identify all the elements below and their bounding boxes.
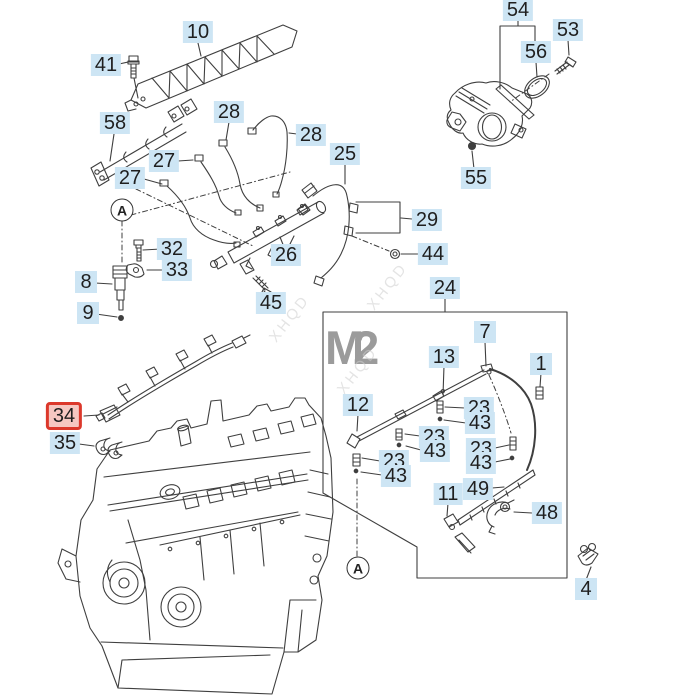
part-label-29[interactable]: 29 (411, 209, 443, 231)
throttle-body-drawing (446, 18, 577, 151)
part-label-53[interactable]: 53 (552, 19, 584, 41)
part-label-28[interactable]: 28 (295, 124, 327, 146)
part-label-43[interactable]: 43 (464, 412, 496, 434)
engine-assembly-drawing (57, 397, 334, 695)
part-label-12[interactable]: 12 (342, 394, 374, 416)
section-marker-A: A (110, 198, 134, 222)
clamp-35-drawing (95, 437, 123, 460)
part-label-10[interactable]: 10 (182, 21, 214, 43)
leader-lines (78, 39, 592, 581)
part-label-25[interactable]: 25 (329, 143, 361, 165)
part-label-8[interactable]: 8 (75, 271, 97, 293)
part-label-54[interactable]: 54 (502, 0, 534, 21)
insulator-10-drawing (124, 24, 298, 112)
vacuum-pipe-drawing (346, 363, 544, 554)
part-label-58[interactable]: 58 (99, 112, 131, 134)
group-box-24 (322, 311, 568, 579)
part-label-24[interactable]: 24 (429, 277, 461, 299)
part-label-1[interactable]: 1 (530, 353, 552, 375)
part-label-13[interactable]: 13 (428, 346, 460, 368)
part-label-44[interactable]: 44 (417, 243, 449, 265)
part-label-55[interactable]: 55 (460, 167, 492, 189)
part-label-28[interactable]: 28 (213, 101, 245, 123)
part-label-27[interactable]: 27 (114, 167, 146, 189)
part-label-43[interactable]: 43 (465, 452, 497, 474)
part-label-49[interactable]: 49 (462, 478, 494, 500)
part-label-11[interactable]: 11 (433, 483, 463, 505)
part-label-48[interactable]: 48 (531, 502, 563, 524)
part-label-45[interactable]: 45 (255, 292, 287, 314)
fuel-pipes-27-28-drawing (159, 115, 288, 248)
part-label-33[interactable]: 33 (161, 259, 193, 281)
harness-25-drawing (297, 182, 401, 287)
part-label-32[interactable]: 32 (156, 238, 188, 260)
part-label-26[interactable]: 26 (270, 244, 302, 266)
part-label-27[interactable]: 27 (148, 150, 180, 172)
harness-34-drawing (95, 334, 251, 423)
part-label-43[interactable]: 43 (380, 465, 412, 487)
bolt-32-clamp-33-drawing (125, 239, 145, 278)
injector-8-9-drawing (112, 265, 128, 321)
delivery-pipe-26-drawing (209, 200, 327, 275)
part-label-7[interactable]: 7 (474, 321, 496, 343)
part-label-41[interactable]: 41 (90, 54, 122, 76)
clip-4-drawing (577, 542, 599, 566)
part-label-43[interactable]: 43 (419, 440, 451, 462)
section-marker-A: A (346, 556, 370, 580)
rail-58-drawing (90, 98, 198, 187)
part-label-4[interactable]: 4 (575, 578, 597, 600)
part-label-9[interactable]: 9 (77, 302, 99, 324)
part-label-56[interactable]: 56 (520, 41, 552, 63)
part-label-35[interactable]: 35 (49, 432, 81, 454)
dashed-reference-lines (121, 73, 550, 557)
part-label-34[interactable]: 34 (45, 402, 83, 430)
